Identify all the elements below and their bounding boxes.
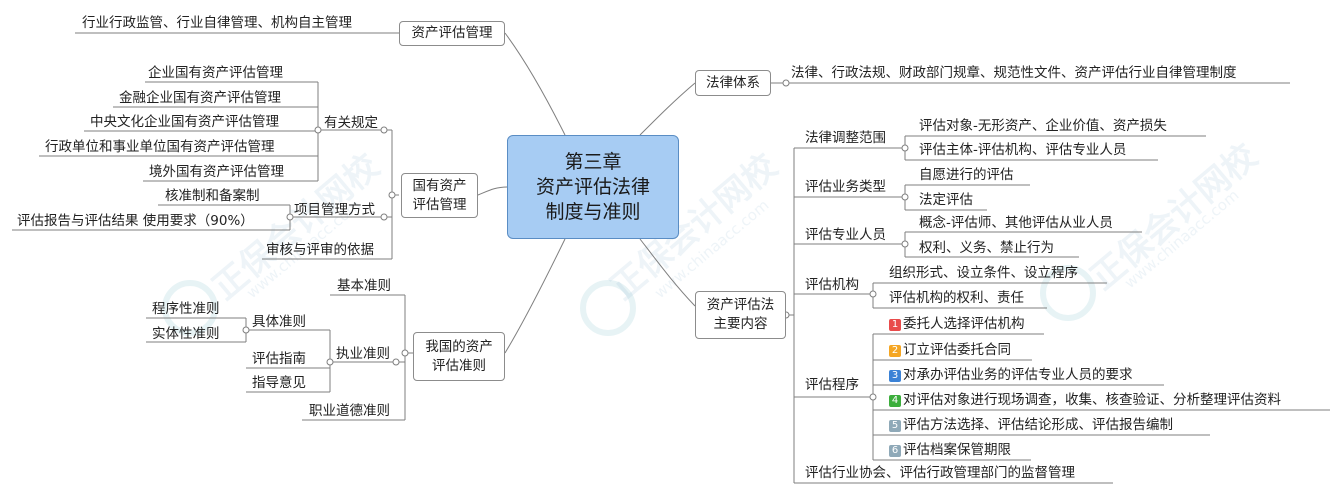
topic-specific-item[interactable]: 实体性准则 xyxy=(152,326,220,342)
number-2-icon: 2 xyxy=(889,345,901,357)
topic-professional-staff[interactable]: 评估专业人员 xyxy=(805,227,886,243)
procedure-step-text: 委托人选择评估机构 xyxy=(903,316,1025,332)
number-5-icon: 5 xyxy=(889,420,901,432)
procedure-step-text: 评估档案保管期限 xyxy=(903,442,1011,458)
watermark-logo-icon xyxy=(162,280,218,336)
topic-evaluation-guide[interactable]: 评估指南 xyxy=(252,351,306,367)
topic-business-types[interactable]: 评估业务类型 xyxy=(805,179,886,195)
number-6-icon: 6 xyxy=(889,445,901,457)
topic-evaluation-org[interactable]: 评估机构 xyxy=(805,277,859,293)
branch-evaluation-law[interactable]: 资产评估法 主要内容 xyxy=(695,291,786,339)
watermark-logo-icon xyxy=(580,280,636,336)
procedure-step-text: 对承办评估业务的评估专业人员的要求 xyxy=(903,367,1133,383)
branch-asset-evaluation-management[interactable]: 资产评估管理 xyxy=(399,21,505,46)
branch-evaluation-standards[interactable]: 我国的资产 评估准则 xyxy=(413,332,505,381)
topic-type-item[interactable]: 自愿进行的评估 xyxy=(919,167,1014,183)
topic-rule-item[interactable]: 企业国有资产评估管理 xyxy=(148,65,283,81)
topic-evaluation-procedure[interactable]: 评估程序 xyxy=(805,377,859,393)
central-line-2: 资产评估法律 xyxy=(535,175,650,198)
topic-mgmt-item[interactable]: 行业行政监管、行业自律管理、机构自主管理 xyxy=(82,15,352,31)
topic-org-item[interactable]: 组织形式、设立条件、设立程序 xyxy=(889,265,1078,281)
topic-scope-item[interactable]: 评估对象-无形资产、企业价值、资产损失 xyxy=(919,118,1167,134)
topic-practice-standard[interactable]: 执业准则 xyxy=(336,346,390,362)
branch-label-line-2: 主要内容 xyxy=(713,316,768,332)
topic-guidance-opinion[interactable]: 指导意见 xyxy=(252,375,306,391)
branch-label-line-1: 资产评估法 xyxy=(706,297,775,313)
branch-state-asset-evaluation[interactable]: 国有资产 评估管理 xyxy=(401,173,478,218)
branch-label-line-1: 国有资产 xyxy=(412,177,467,194)
number-4-icon: 4 xyxy=(889,395,901,407)
topic-specific-standard[interactable]: 具体准则 xyxy=(252,314,306,330)
topic-supervision[interactable]: 评估行业协会、评估行政管理部门的监督管理 xyxy=(805,465,1075,481)
topic-scope-item[interactable]: 评估主体-评估机构、评估专业人员 xyxy=(919,142,1127,158)
topic-basic-standard[interactable]: 基本准则 xyxy=(337,278,391,294)
number-1-icon: 1 xyxy=(889,319,901,331)
topic-law-scope[interactable]: 法律调整范围 xyxy=(805,130,886,146)
topic-relevant-rules[interactable]: 有关规定 xyxy=(324,115,378,131)
procedure-step-text: 对评估对象进行现场调查，收集、核查验证、分析整理评估资料 xyxy=(903,392,1281,408)
topic-legal-item[interactable]: 法律、行政法规、财政部门规章、规范性文件、资产评估行业自律管理制度 xyxy=(791,65,1237,81)
topic-staff-item[interactable]: 概念-评估师、其他评估从业人员 xyxy=(919,215,1113,231)
topic-rule-item[interactable]: 中央文化企业国有资产评估管理 xyxy=(90,114,279,130)
topic-staff-item[interactable]: 权利、义务、禁止行为 xyxy=(919,240,1054,256)
branch-label-line-1: 我国的资产 xyxy=(425,338,493,355)
branch-label-line-2: 评估管理 xyxy=(412,196,467,213)
topic-rule-item[interactable]: 境外国有资产评估管理 xyxy=(149,164,284,180)
topic-review-basis[interactable]: 审核与评审的依据 xyxy=(266,242,374,258)
topic-ethics-standard[interactable]: 职业道德准则 xyxy=(309,403,390,419)
topic-project-item[interactable]: 评估报告与评估结果 使用要求（90%） xyxy=(17,213,254,229)
central-topic[interactable]: 第三章 资产评估法律 制度与准则 xyxy=(507,135,679,239)
watermark-logo-icon xyxy=(1040,265,1096,321)
central-line-1: 第三章 xyxy=(564,150,622,173)
topic-rule-item[interactable]: 行政单位和事业单位国有资产评估管理 xyxy=(45,139,275,155)
topic-org-item[interactable]: 评估机构的权利、责任 xyxy=(889,290,1024,306)
procedure-step-text: 评估方法选择、评估结论形成、评估报告编制 xyxy=(903,417,1173,433)
topic-specific-item[interactable]: 程序性准则 xyxy=(152,301,220,317)
number-3-icon: 3 xyxy=(889,370,901,382)
topic-type-item[interactable]: 法定评估 xyxy=(919,192,973,208)
topic-project-management[interactable]: 项目管理方式 xyxy=(294,202,375,218)
branch-label-line-2: 评估准则 xyxy=(432,357,486,374)
branch-legal-system[interactable]: 法律体系 xyxy=(695,70,771,96)
topic-project-item[interactable]: 核准制和备案制 xyxy=(165,188,260,204)
procedure-step-text: 订立评估委托合同 xyxy=(903,342,1011,358)
central-line-3: 制度与准则 xyxy=(545,200,641,223)
topic-rule-item[interactable]: 金融企业国有资产评估管理 xyxy=(119,90,281,106)
